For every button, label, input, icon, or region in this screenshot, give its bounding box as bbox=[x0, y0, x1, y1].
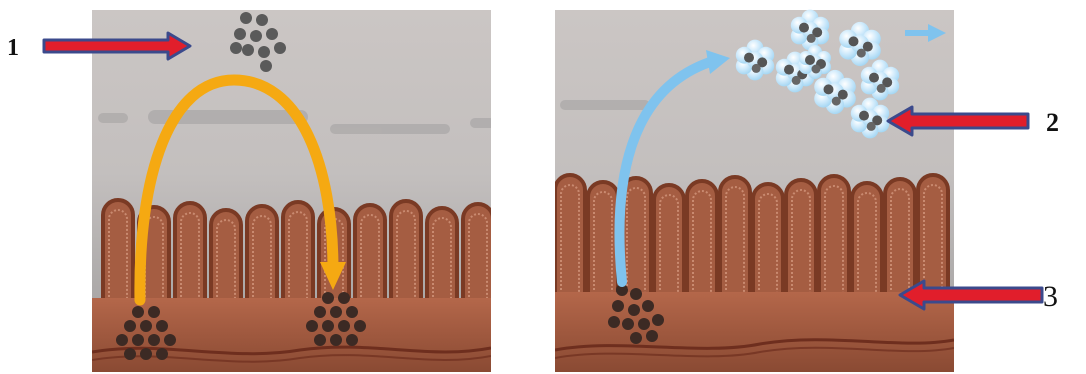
villus bbox=[463, 204, 493, 305]
particle bbox=[322, 292, 334, 304]
villus bbox=[211, 210, 241, 305]
particle bbox=[338, 320, 350, 332]
particle bbox=[132, 334, 144, 346]
right-villi bbox=[555, 175, 948, 298]
particle bbox=[330, 306, 342, 318]
label-1: 1 bbox=[7, 36, 19, 60]
villus bbox=[555, 175, 585, 298]
villus bbox=[852, 183, 882, 298]
particle bbox=[608, 316, 620, 328]
particle bbox=[230, 42, 242, 54]
particle bbox=[346, 306, 358, 318]
particle bbox=[164, 334, 176, 346]
villus bbox=[391, 201, 421, 305]
particle bbox=[148, 334, 160, 346]
particle bbox=[338, 292, 350, 304]
particle bbox=[132, 306, 144, 318]
particle bbox=[638, 318, 650, 330]
particle bbox=[258, 46, 270, 58]
villus bbox=[786, 180, 816, 298]
villus bbox=[103, 200, 133, 305]
particle bbox=[242, 44, 254, 56]
villus bbox=[247, 206, 277, 305]
particle bbox=[156, 348, 168, 360]
villus bbox=[588, 182, 618, 298]
particle bbox=[274, 42, 286, 54]
particle bbox=[250, 30, 262, 42]
label-2: 2 bbox=[1046, 110, 1059, 136]
villus bbox=[720, 177, 750, 298]
red-arrow-icon bbox=[888, 107, 1028, 135]
particle bbox=[630, 332, 642, 344]
red-arrow-icon bbox=[900, 281, 1042, 309]
particle bbox=[256, 14, 268, 26]
particle bbox=[140, 348, 152, 360]
particle bbox=[622, 318, 634, 330]
particle bbox=[260, 60, 272, 72]
particle bbox=[642, 300, 654, 312]
particle bbox=[354, 320, 366, 332]
villus bbox=[753, 184, 783, 298]
particle bbox=[124, 320, 136, 332]
particle bbox=[314, 306, 326, 318]
particle bbox=[140, 320, 152, 332]
villus bbox=[885, 179, 915, 298]
particle bbox=[628, 304, 640, 316]
particle bbox=[330, 334, 342, 346]
villus bbox=[687, 181, 717, 298]
villus bbox=[427, 208, 457, 305]
villus bbox=[918, 175, 948, 298]
particle bbox=[314, 334, 326, 346]
particle bbox=[124, 348, 136, 360]
particle bbox=[652, 314, 664, 326]
particle bbox=[116, 334, 128, 346]
villus bbox=[283, 202, 313, 305]
villus bbox=[654, 185, 684, 298]
villus bbox=[175, 203, 205, 305]
particle bbox=[646, 330, 658, 342]
villus bbox=[819, 176, 849, 298]
particle bbox=[630, 288, 642, 300]
label-3: 3 bbox=[1043, 282, 1058, 312]
particle bbox=[148, 306, 160, 318]
particle bbox=[234, 28, 246, 40]
particle bbox=[266, 28, 278, 40]
left-villi bbox=[103, 200, 493, 305]
right-lumen-streaks bbox=[560, 100, 650, 110]
particle bbox=[306, 320, 318, 332]
particle bbox=[156, 320, 168, 332]
particle bbox=[346, 334, 358, 346]
villus bbox=[355, 205, 385, 305]
particle bbox=[240, 12, 252, 24]
particle bbox=[612, 300, 624, 312]
particle bbox=[322, 320, 334, 332]
